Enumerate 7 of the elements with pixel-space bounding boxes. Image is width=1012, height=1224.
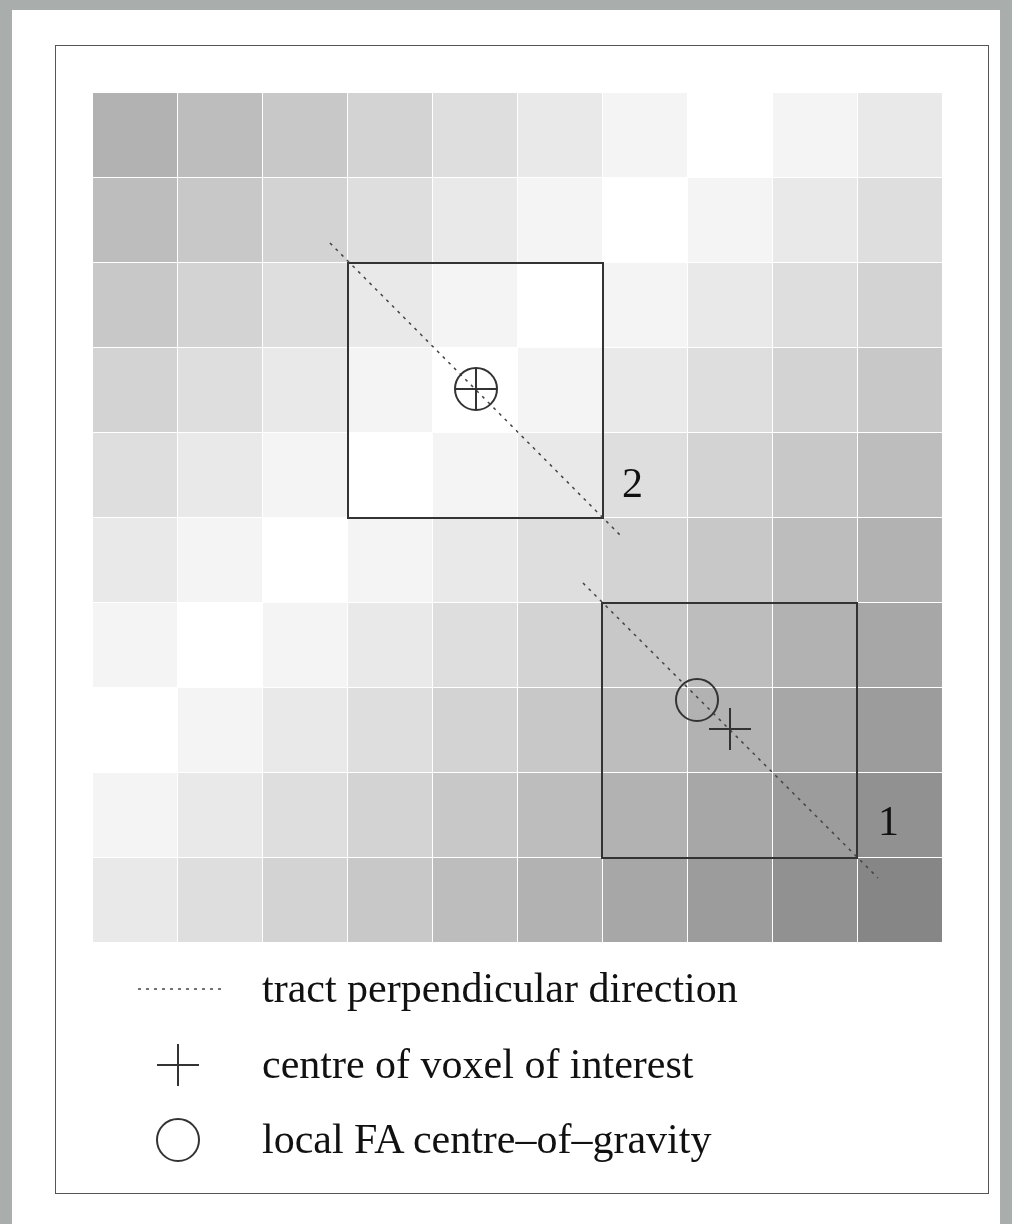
legend-text: tract perpendicular direction [262, 967, 738, 1009]
neighbourhood-square [601, 602, 858, 859]
region-number: 1 [878, 800, 899, 842]
neighbourhood-square [347, 262, 604, 519]
region-number: 2 [622, 462, 643, 504]
legend-text: local FA centre–of–gravity [262, 1118, 712, 1160]
legend-text: centre of voxel of interest [262, 1043, 694, 1085]
